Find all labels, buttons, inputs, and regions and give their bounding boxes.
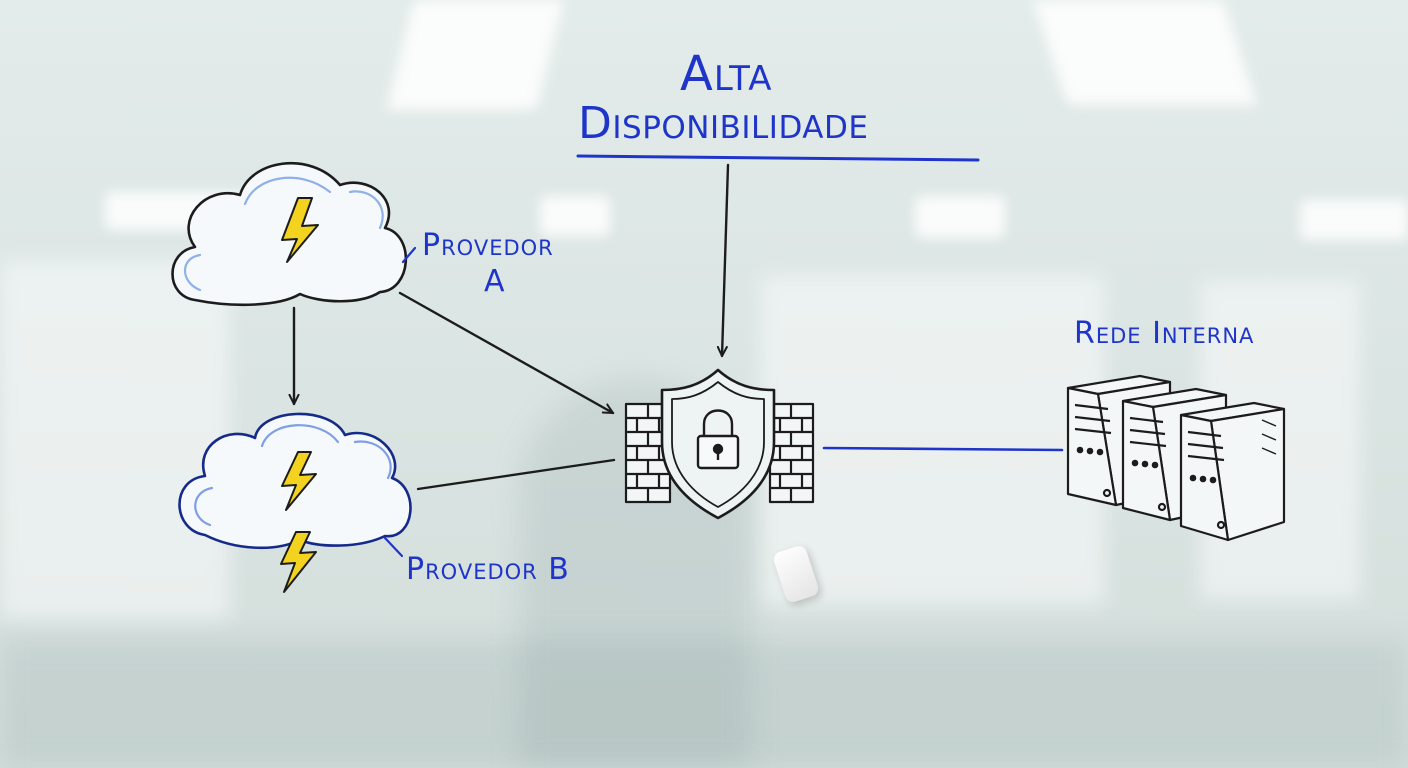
lightning-bolt-icon [281,197,319,263]
ceiling-light [1300,200,1408,240]
background-desks [0,640,1408,768]
lightning-bolt-icon [280,531,317,593]
arrow-provider-a-to-firewall [398,291,615,415]
connector-provider-a-label [401,246,417,264]
server-rack-icon [1066,374,1286,542]
lightning-bolt-icon [281,451,317,511]
title-word-alta: Alta [680,46,773,102]
title-underline [576,154,980,162]
provider-b-label: Provedor B [406,552,570,587]
ceiling-light [915,196,1005,238]
diagram-title: Disponibilidade [578,98,868,149]
background-window [0,260,230,620]
diagram-title-line1: Alta [680,46,772,102]
line-provider-b-to-firewall [416,458,616,491]
provider-a-label-line1: Provedor [422,228,554,263]
ceiling-light [540,196,610,236]
internal-network-label: Rede Interna [1074,316,1255,351]
line-firewall-to-internal-network [822,446,1064,452]
connector-provider-b-label [383,536,404,558]
lock-icon [696,409,740,470]
server-3 [1179,401,1286,542]
arrow-title-to-firewall [722,163,730,358]
provider-a-label-line2: A [484,264,506,299]
background-window [760,275,1105,605]
title-word-disponibilidade: Disponibilidade [578,98,869,149]
